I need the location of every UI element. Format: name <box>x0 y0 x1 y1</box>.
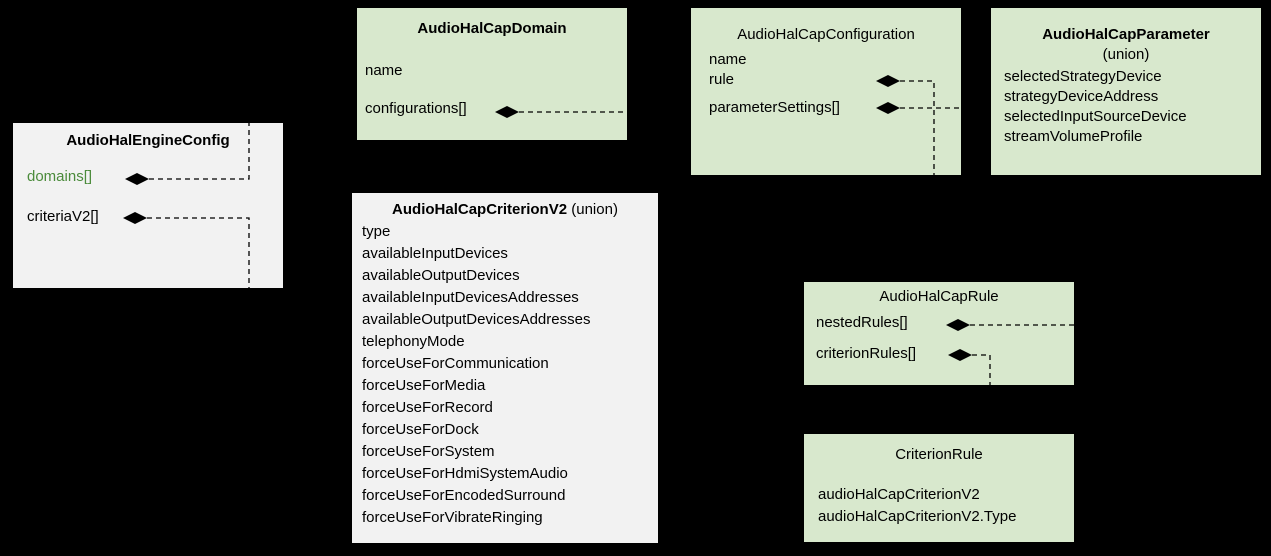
attribute-configurations: configurations[] <box>365 100 467 117</box>
attribute-force-use-for-encoded-surround: forceUseForEncodedSurround <box>362 487 566 504</box>
composition-diamond-icon <box>123 212 147 224</box>
attribute-criterion-rules: criterionRules[] <box>816 345 917 362</box>
attribute-rule: rule <box>709 71 735 88</box>
class-box-audio-hal-cap-parameter[interactable]: AudioHalCapParameter (union) selectedStr… <box>991 8 1261 175</box>
attribute-selected-strategy-device: selectedStrategyDevice <box>1004 68 1162 85</box>
connector-configurations-to-cap-configuration <box>495 106 627 118</box>
class-box-audio-hal-cap-domain[interactable]: AudioHalCapDomain name configurations[] <box>357 8 627 140</box>
attribute-available-input-devices-addresses: availableInputDevicesAddresses <box>362 289 579 306</box>
class-box-audio-hal-engine-config[interactable]: AudioHalEngineConfig domains[] criteriaV… <box>13 123 283 288</box>
attribute-force-use-for-record: forceUseForRecord <box>362 399 493 416</box>
class-title-audio-hal-cap-parameter: AudioHalCapParameter <box>1042 26 1210 43</box>
class-title-audio-hal-engine-config: AudioHalEngineConfig <box>66 132 230 149</box>
attribute-type: type <box>362 223 391 240</box>
attribute-stream-volume-profile: streamVolumeProfile <box>1004 128 1143 145</box>
attribute-force-use-for-system: forceUseForSystem <box>362 443 495 460</box>
connector-domains-to-cap-domain <box>125 123 250 185</box>
attribute-force-use-for-vibrate-ringing: forceUseForVibrateRinging <box>362 509 543 526</box>
attribute-force-use-for-media: forceUseForMedia <box>362 377 486 394</box>
class-box-audio-hal-cap-configuration[interactable]: AudioHalCapConfiguration name rule param… <box>691 8 961 175</box>
connector-rule-to-cap-rule <box>876 75 935 175</box>
class-title-audio-hal-cap-rule: AudioHalCapRule <box>879 288 999 305</box>
class-subtitle-union: (union) <box>1102 46 1150 63</box>
attribute-criteria-v2: criteriaV2[] <box>27 208 99 225</box>
attribute-audio-hal-cap-criterion-v2: audioHalCapCriterionV2 <box>818 486 980 503</box>
class-title-audio-hal-cap-configuration: AudioHalCapConfiguration <box>737 26 915 43</box>
composition-diamond-icon <box>946 319 970 331</box>
attribute-name: name <box>365 62 403 79</box>
attribute-available-input-devices: availableInputDevices <box>362 245 508 262</box>
composition-diamond-icon <box>495 106 519 118</box>
attribute-parameter-settings: parameterSettings[] <box>709 99 840 116</box>
class-title-criterion-rule: CriterionRule <box>895 446 983 463</box>
attribute-name: name <box>709 51 747 68</box>
connector-parameter-settings-to-cap-parameter <box>876 102 961 114</box>
class-box-audio-hal-cap-criterion-v2[interactable]: AudioHalCapCriterionV2 (union) type avai… <box>352 193 658 543</box>
attribute-strategy-device-address: strategyDeviceAddress <box>1004 88 1159 105</box>
class-title-audio-hal-cap-domain: AudioHalCapDomain <box>417 20 567 37</box>
class-box-audio-hal-cap-rule[interactable]: AudioHalCapRule nestedRules[] criterionR… <box>804 282 1074 385</box>
class-title-row-audio-hal-cap-criterion-v2: AudioHalCapCriterionV2 (union) <box>352 201 658 218</box>
connector-path <box>147 217 250 288</box>
composition-diamond-icon <box>876 102 900 114</box>
attribute-telephony-mode: telephonyMode <box>362 333 465 350</box>
connector-path <box>900 80 935 175</box>
composition-diamond-icon <box>876 75 900 87</box>
composition-diamond-icon <box>948 349 972 361</box>
attribute-force-use-for-dock: forceUseForDock <box>362 421 479 438</box>
class-box-criterion-rule[interactable]: CriterionRule audioHalCapCriterionV2 aud… <box>804 434 1074 542</box>
attribute-available-output-devices: availableOutputDevices <box>362 267 520 284</box>
attribute-audio-hal-cap-criterion-v2-type: audioHalCapCriterionV2.Type <box>818 508 1017 525</box>
attribute-force-use-for-hdmi-system-audio: forceUseForHdmiSystemAudio <box>362 465 568 482</box>
attribute-available-output-devices-addresses: availableOutputDevicesAddresses <box>362 311 591 328</box>
attribute-domains: domains[] <box>27 168 93 185</box>
connector-nested-rules-self <box>946 319 1074 331</box>
composition-diamond-icon <box>125 173 149 185</box>
connector-path <box>149 123 250 180</box>
attribute-force-use-for-communication: forceUseForCommunication <box>362 355 549 372</box>
class-subtitle-union: (union) <box>571 201 618 218</box>
connector-criterion-rules-to-criterion-rule <box>948 349 991 385</box>
connector-path <box>972 354 991 385</box>
connector-criteria-v2-to-criterion <box>123 212 250 288</box>
attribute-nested-rules: nestedRules[] <box>816 314 908 331</box>
attribute-selected-input-source-device: selectedInputSourceDevice <box>1004 108 1187 125</box>
class-title-audio-hal-cap-criterion-v2: AudioHalCapCriterionV2 <box>392 201 568 218</box>
